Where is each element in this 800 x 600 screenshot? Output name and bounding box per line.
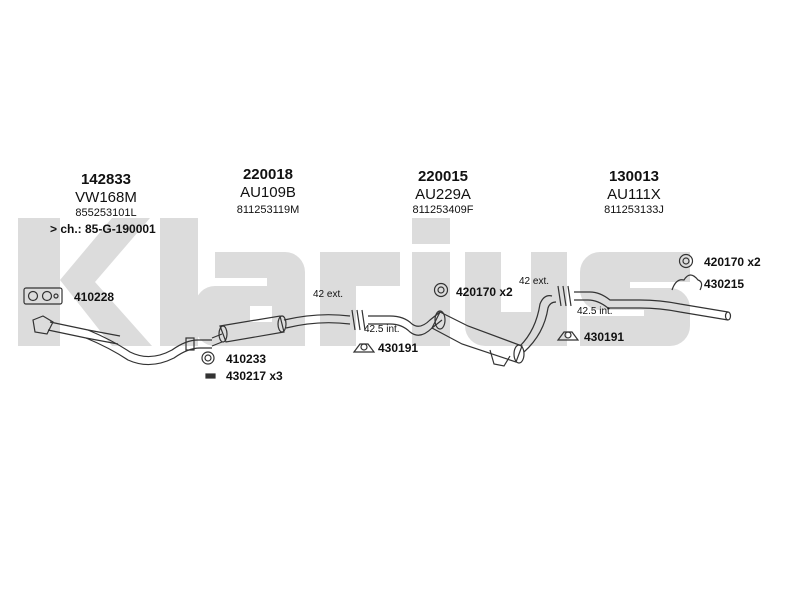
accessory-410233: 410233 (226, 352, 267, 366)
part-code-3: AU229A (415, 186, 471, 203)
front-pipe-142833 (32, 315, 212, 366)
accessory-430217: 430217 x3 (226, 369, 283, 383)
accessory-430191-right: 430191 (584, 330, 625, 344)
tail-pipe-130013 (574, 291, 732, 321)
centre-silencer-220018 (211, 314, 351, 347)
accessory-420170-right: 420170 x2 (704, 255, 761, 269)
part-number-2: 220018 (242, 166, 294, 183)
hanger-icon (671, 274, 703, 291)
ring-icon (201, 351, 215, 365)
part-code-2: AU109B (240, 184, 296, 201)
accessory-420170-mid: 420170 x2 (456, 285, 513, 299)
dimension-ext-2: 42 ext. (519, 276, 550, 287)
dimension-int-2: 42.5 int. (577, 306, 613, 317)
rubber-mount-icon (352, 343, 376, 353)
clamp-icon (557, 285, 572, 307)
part-code-4: AU111X (607, 186, 661, 203)
part-code-1: VW168M (75, 189, 137, 206)
gasket-icon (23, 287, 63, 305)
part-number-1: 142833 (80, 171, 132, 188)
bolt-icon (205, 373, 216, 379)
accessory-430191-mid: 430191 (378, 341, 419, 355)
middle-silencer-220015 (368, 295, 557, 367)
oem-number-4: 811253133J (604, 204, 664, 216)
oem-number-1: 855253101L (75, 207, 137, 219)
part-number-4: 130013 (608, 168, 660, 185)
rubber-mount-icon (556, 331, 580, 341)
oem-number-3: 811253409F (412, 204, 474, 216)
chassis-note: > ch.: 85-G-190001 (50, 222, 156, 236)
clamp-icon (351, 309, 366, 331)
dimension-int-1: 42.5 int. (364, 324, 400, 335)
part-number-3: 220015 (417, 168, 469, 185)
oem-number-2: 811253119M (236, 204, 300, 216)
clamp-ring-icon (678, 253, 694, 269)
dimension-ext-1: 42 ext. (313, 289, 344, 300)
clamp-ring-icon (433, 282, 449, 298)
accessory-430215: 430215 (704, 277, 745, 291)
accessory-410228: 410228 (74, 290, 115, 304)
